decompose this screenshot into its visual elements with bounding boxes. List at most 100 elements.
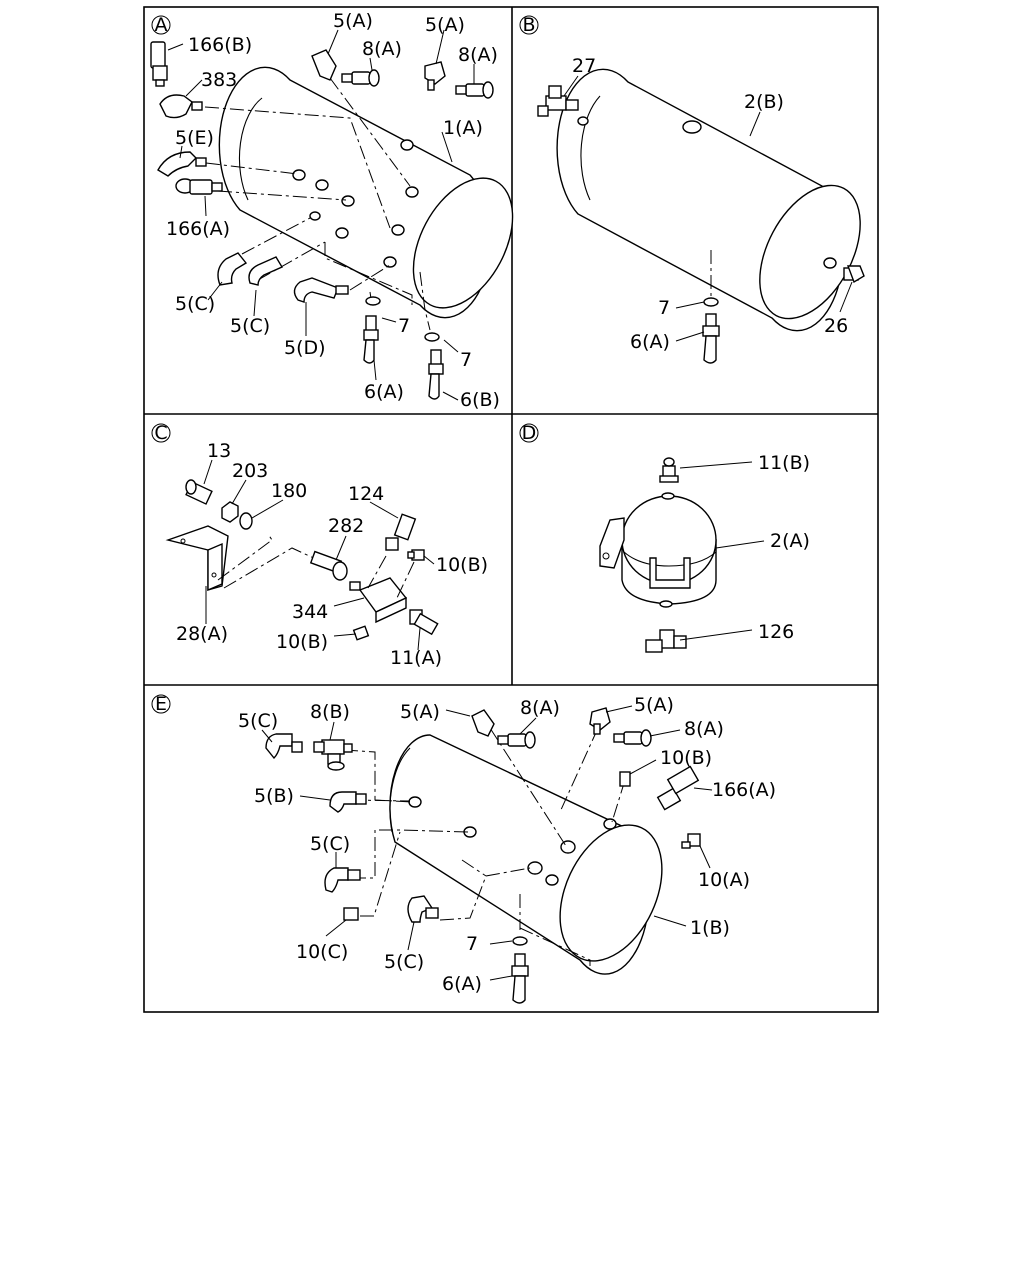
label-6a: 6(A) <box>364 381 404 403</box>
elbow-5d-icon <box>293 277 339 303</box>
panel-a-labels: 166(B) 383 5(E) 166(A) 5(C) 5(C) 5(D) 5(… <box>166 10 500 411</box>
label-1b: 1(B) <box>690 917 730 939</box>
elbow-5c-icon <box>248 256 284 286</box>
plug-10c-icon <box>343 907 359 921</box>
panel-b-leaders <box>563 75 853 342</box>
label-10b: 10(B) <box>436 554 488 576</box>
sensor-166a-icon <box>656 765 700 811</box>
tank-1a-ports <box>292 139 419 268</box>
label-6a: 6(A) <box>630 331 670 353</box>
panel-c: C <box>151 422 488 669</box>
washer-180-icon <box>239 512 253 530</box>
label-383: 383 <box>201 69 237 91</box>
panel-b: B <box>519 14 865 364</box>
plug-10a-icon <box>681 833 701 849</box>
label-5a: 5(A) <box>634 694 674 716</box>
panel-c-badge: C <box>154 422 167 444</box>
sensor-166b-icon <box>150 41 168 87</box>
panel-c-labels: 13 203 180 124 282 10(B) 344 28(A) 10(B)… <box>176 440 488 669</box>
label-2a: 2(A) <box>770 530 810 552</box>
panel-e-dash-lines <box>343 727 626 966</box>
valve-8a-icon <box>613 729 652 747</box>
panel-a: A <box>150 10 514 411</box>
washer-7-icon <box>703 297 719 307</box>
panel-e-badge: E <box>155 693 167 715</box>
panel-d: D 11(B) 2(A) <box>519 422 810 653</box>
label-11b: 11(B) <box>758 452 810 474</box>
label-5d: 5(D) <box>284 337 326 359</box>
air-tank-2a <box>599 492 717 608</box>
valve-8a-icon <box>341 69 380 87</box>
panel-b-labels: 27 2(B) 7 6(A) 26 <box>572 55 848 353</box>
label-7: 7 <box>398 315 410 337</box>
label-8b: 8(B) <box>310 701 350 723</box>
washer-7-icon <box>424 332 440 342</box>
fitting-5a-icon <box>311 49 337 81</box>
panel-b-badge: B <box>522 14 535 36</box>
washer-7-icon <box>512 936 528 946</box>
label-5c: 5(C) <box>175 293 215 315</box>
washer-7-icon <box>365 296 381 306</box>
elbow-5b-icon <box>329 791 357 813</box>
label-5a: 5(A) <box>333 10 373 32</box>
panel-d-labels: 11(B) 2(A) 126 <box>758 452 810 643</box>
panel-c-leaders <box>203 459 435 651</box>
label-126: 126 <box>758 621 794 643</box>
air-tank-2b <box>556 68 861 332</box>
elbow-5e-icon <box>157 151 197 177</box>
panel-d-badge: D <box>522 422 537 444</box>
panel-a-fittings <box>150 41 494 400</box>
label-124: 124 <box>348 483 384 505</box>
panel-a-badge-circle <box>151 15 171 35</box>
label-180: 180 <box>271 480 307 502</box>
fitting-11a-icon <box>409 609 439 636</box>
panel-e-leaders <box>261 705 713 981</box>
elbow-383-icon <box>159 94 193 119</box>
fitting-126-icon <box>645 629 687 653</box>
panel-a-leaders <box>167 29 475 401</box>
drain-valve-6a-icon <box>702 313 720 364</box>
panel-e-labels: 5(C) 8(B) 5(A) 8(A) 5(A) 8(A) 10(B) 166(… <box>238 694 776 995</box>
label-2b: 2(B) <box>744 91 784 113</box>
valve-8a-icon <box>455 81 494 99</box>
label-10a: 10(A) <box>698 869 750 891</box>
pressure-switch-124-icon <box>385 513 417 551</box>
fitting-5a-icon <box>424 61 446 85</box>
elbow-5c-icon <box>324 867 349 893</box>
stud-13-icon <box>185 479 213 505</box>
label-6b: 6(B) <box>460 389 500 411</box>
label-8a: 8(A) <box>684 718 724 740</box>
drain-valve-6a-icon <box>511 953 529 1004</box>
plug-10b-icon <box>352 625 370 641</box>
label-5b: 5(B) <box>254 785 294 807</box>
label-166a: 166(A) <box>166 218 230 240</box>
label-13: 13 <box>207 440 231 462</box>
label-27: 27 <box>572 55 596 77</box>
label-5c: 5(C) <box>230 315 270 337</box>
tee-fitting-27-icon <box>537 85 579 117</box>
plug-10b-icon <box>407 549 425 561</box>
panel-a-badge: A <box>155 14 168 36</box>
label-5c: 5(C) <box>310 833 350 855</box>
elbow-5c-icon <box>265 733 293 760</box>
tee-valve-8b-icon <box>313 739 353 771</box>
air-tank-1b <box>389 734 663 975</box>
label-8a: 8(A) <box>362 38 402 60</box>
sensor-166a-icon <box>175 178 223 195</box>
nut-203-icon <box>221 501 239 523</box>
label-8a: 8(A) <box>458 44 498 66</box>
drain-valve-6a-icon <box>363 315 379 364</box>
label-10b: 10(B) <box>276 631 328 653</box>
fitting-11b-icon <box>659 457 679 483</box>
label-6a: 6(A) <box>442 973 482 995</box>
fitting-5a-icon <box>471 709 495 737</box>
label-10c: 10(C) <box>296 941 348 963</box>
label-5e: 5(E) <box>175 127 214 149</box>
label-7: 7 <box>460 349 472 371</box>
air-tank-1a <box>218 66 514 319</box>
drain-valve-6b-icon <box>428 349 444 400</box>
panel-e: E <box>151 693 776 1004</box>
label-11a: 11(A) <box>390 647 442 669</box>
label-5a: 5(A) <box>400 701 440 723</box>
